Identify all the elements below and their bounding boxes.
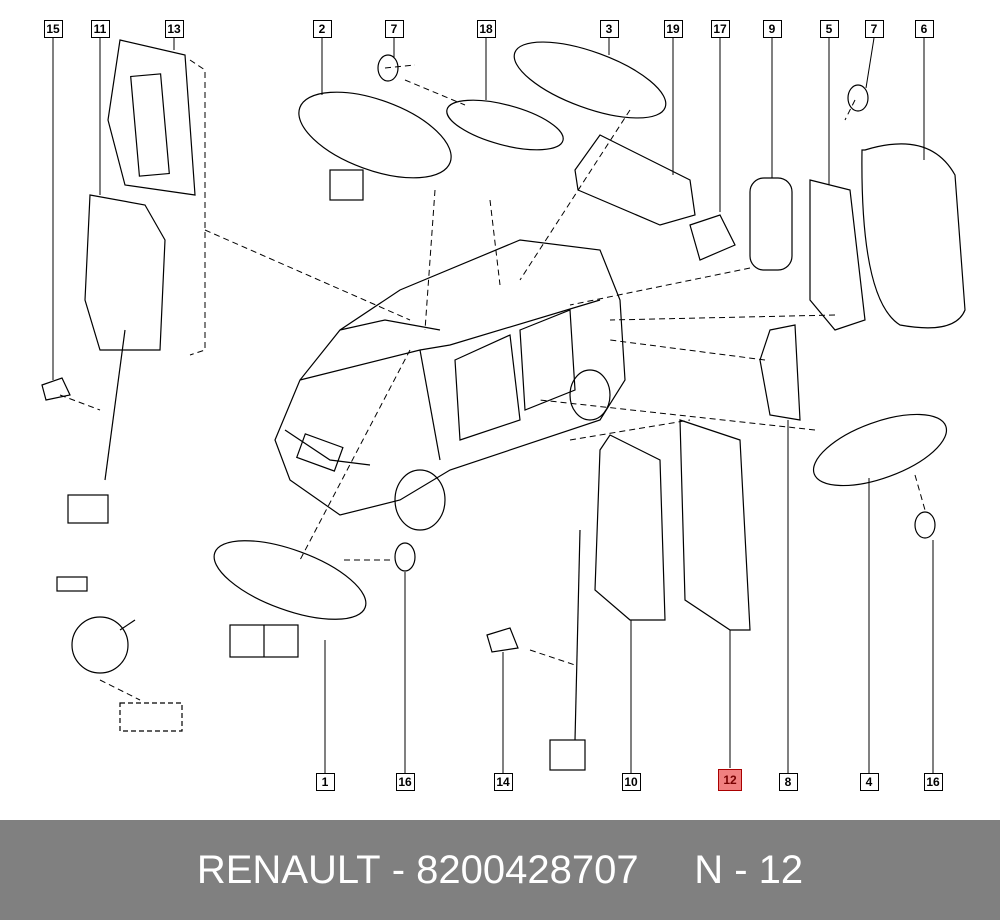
callout-16: 16 (395, 773, 415, 791)
leader-lines (59, 59, 926, 701)
footer-brand: RENAULT (196, 847, 381, 892)
callout-14: 14 (493, 773, 513, 791)
callout-10: 10 (621, 773, 641, 791)
callout-2: 2 (312, 20, 332, 38)
callout-19: 19 (663, 20, 683, 38)
parts-diagram (41, 37, 966, 773)
callout-15: 15 (43, 20, 63, 38)
callout-6: 6 (914, 20, 934, 38)
callout-16: 16 (923, 773, 943, 791)
callout-lines (52, 37, 934, 773)
callout-18: 18 (476, 20, 496, 38)
callout-7: 7 (384, 20, 404, 38)
callout-9: 9 (762, 20, 782, 38)
footer-separator: - (380, 847, 417, 892)
callout-3: 3 (599, 20, 619, 38)
footer-bar: RENAULT - 8200428707 N - 12 (0, 820, 1000, 920)
callout-1: 1 (315, 773, 335, 791)
callout-17: 17 (710, 20, 730, 38)
callout-8: 8 (778, 773, 798, 791)
callout-13: 13 (164, 20, 184, 38)
parts (41, 39, 966, 771)
callout-11: 11 (90, 20, 110, 38)
footer-position: N - 12 (694, 847, 804, 892)
van-illustration (274, 239, 626, 531)
callout-7: 7 (864, 20, 884, 38)
footer-gap (639, 848, 695, 893)
callout-12: 12 (718, 769, 742, 791)
callout-5: 5 (819, 20, 839, 38)
footer-part-number: 8200428707 (416, 847, 639, 892)
callout-4: 4 (859, 773, 879, 791)
